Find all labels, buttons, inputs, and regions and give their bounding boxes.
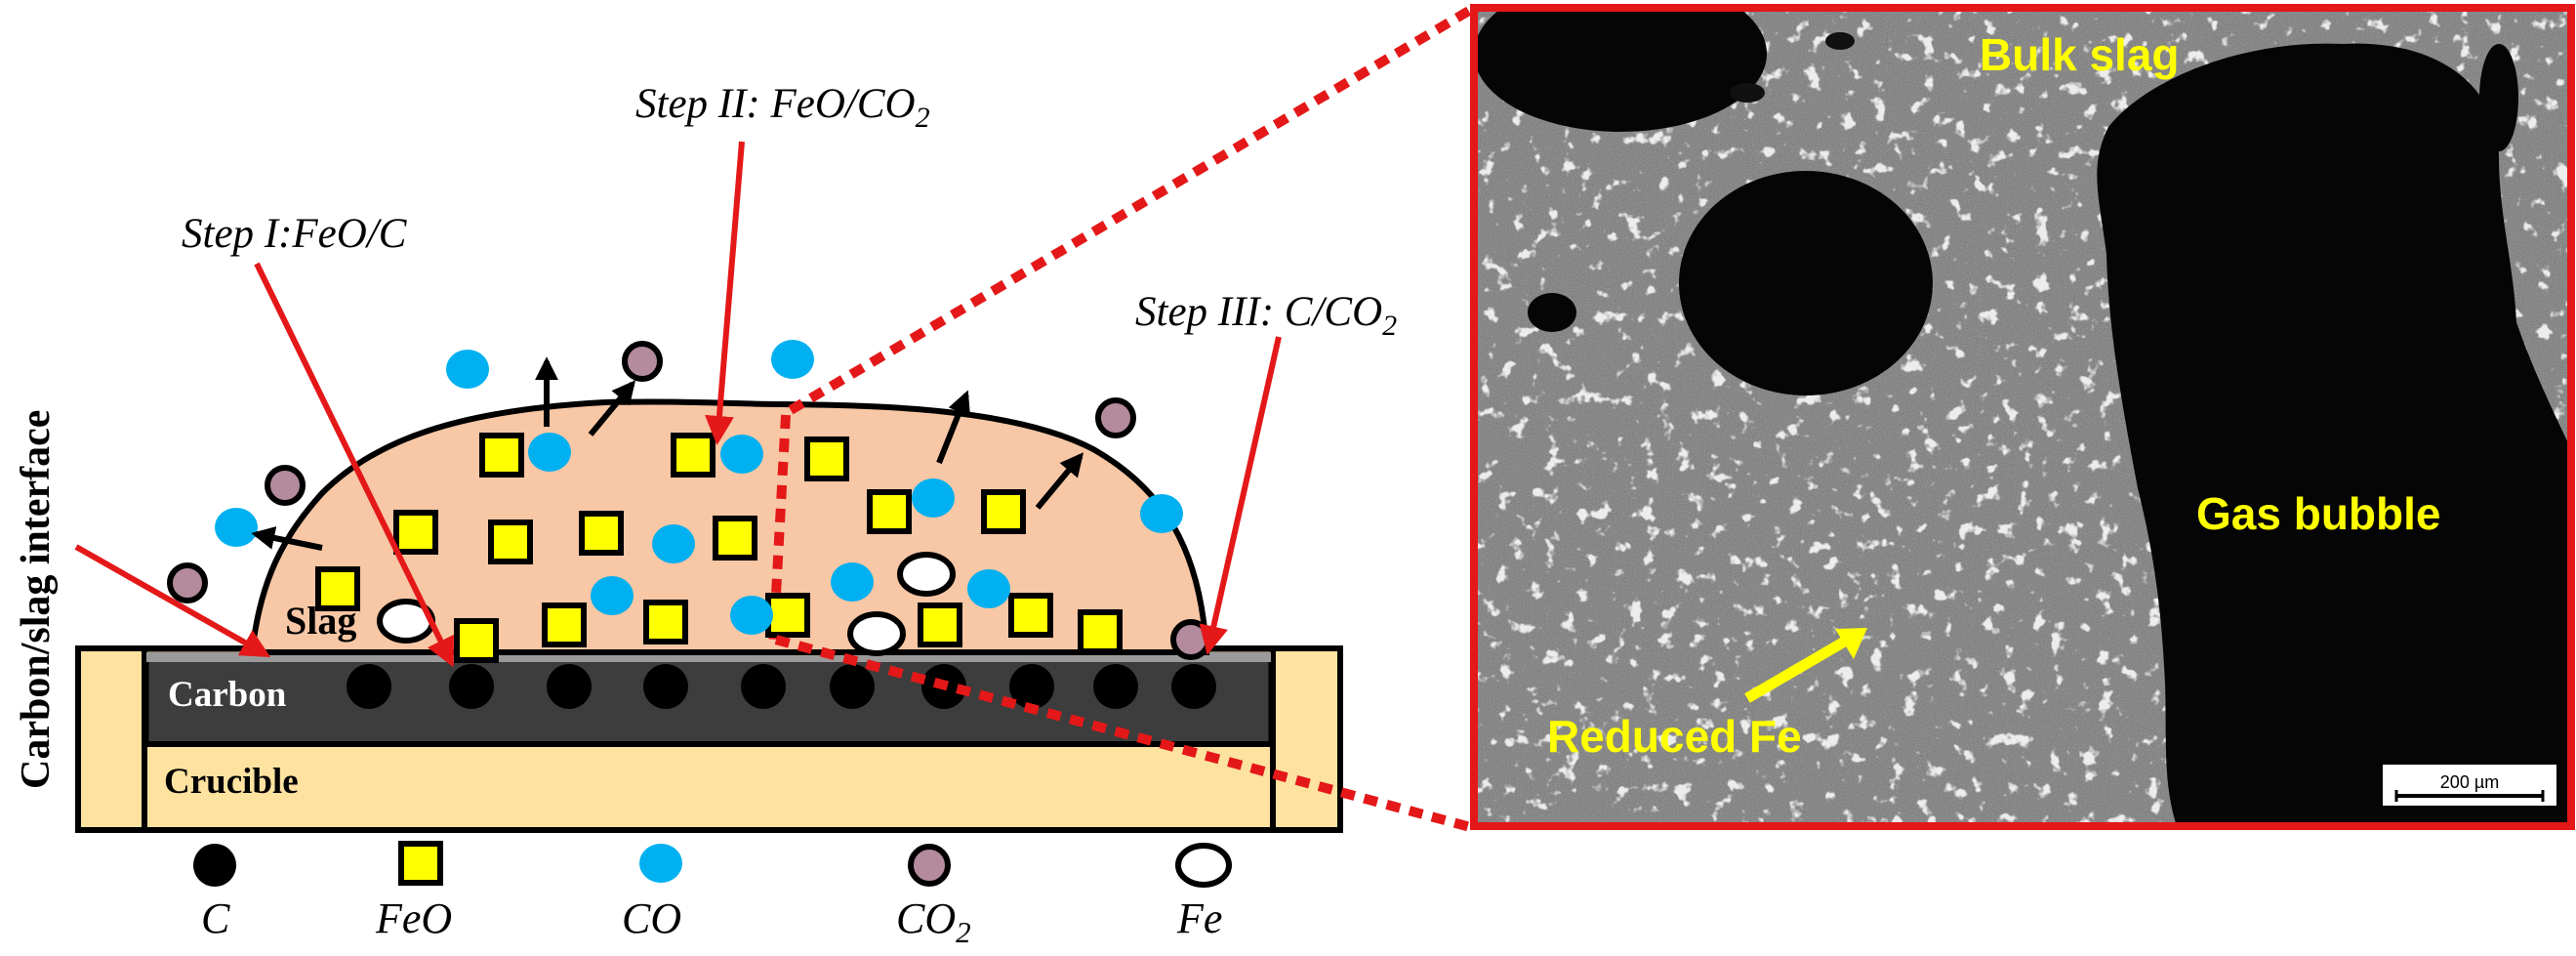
step3-arrow [1199, 336, 1282, 655]
carbon-slag-interface-label: Carbon/slag interface [14, 410, 59, 789]
step-arrows [74, 141, 1282, 668]
scale-bar-label: 200 µm [2440, 772, 2499, 792]
step2-label: Step II: FeO/CO2 [635, 81, 930, 134]
carbon-label: Carbon [168, 675, 287, 715]
schematic: Slag Carbon Crucible Step I:FeO/C Step I… [14, 81, 1397, 833]
reduced-fe-label: Reduced Fe [1547, 711, 1802, 762]
step1-label: Step I:FeO/C [182, 211, 408, 257]
sem-micrograph: Bulk slag Gas bubble Reduced Fe 200 µm [1470, 4, 2575, 830]
co2-molecules [167, 341, 1211, 660]
legend-label-c: C [201, 894, 230, 942]
gas-bubble-region [2097, 43, 2571, 826]
crucible-right-wall [1270, 645, 1343, 833]
slag-label: Slag [285, 599, 356, 643]
legend-symbol-co [639, 844, 682, 883]
legend-symbol-fe [1175, 843, 1232, 888]
feo-particles [315, 433, 1123, 663]
fe-particles [377, 552, 956, 656]
legend-symbol-c [193, 844, 236, 887]
crucible-left-wall [75, 645, 147, 833]
crucible-label: Crucible [164, 762, 299, 802]
pore-center [1679, 171, 1933, 395]
bulk-slag-label: Bulk slag [1980, 29, 2180, 80]
gas-bubble-label: Gas bubble [2196, 488, 2440, 539]
legend-label-co2: CO2 [896, 894, 971, 949]
carbon-particles [347, 664, 1216, 709]
pore-top-left [1474, 8, 1767, 132]
zoom-connectors [774, 3, 1477, 833]
legend-label-co: CO [622, 894, 681, 942]
step2-arrow [705, 141, 745, 445]
gas-release-arrows [251, 356, 1084, 551]
sem-frame [1470, 4, 2575, 830]
step3-label: Step III: C/CO2 [1135, 289, 1397, 342]
interface-arrow [74, 544, 271, 657]
reduced-fe-arrow [1744, 628, 1862, 703]
legend-symbol-feo [398, 841, 443, 886]
legend-symbol-co2 [908, 844, 951, 887]
legend-label-fe: Fe [1176, 894, 1222, 942]
step1-arrow [254, 262, 454, 668]
legend-label-feo: FeO [375, 894, 452, 942]
carbon-slag-interface-line [146, 652, 1271, 662]
pore-small-left [1528, 293, 1576, 332]
legend: C FeO CO CO2 Fe [193, 841, 1232, 949]
carbon-layer [143, 651, 1274, 747]
scale-bar-box [2381, 763, 2558, 808]
